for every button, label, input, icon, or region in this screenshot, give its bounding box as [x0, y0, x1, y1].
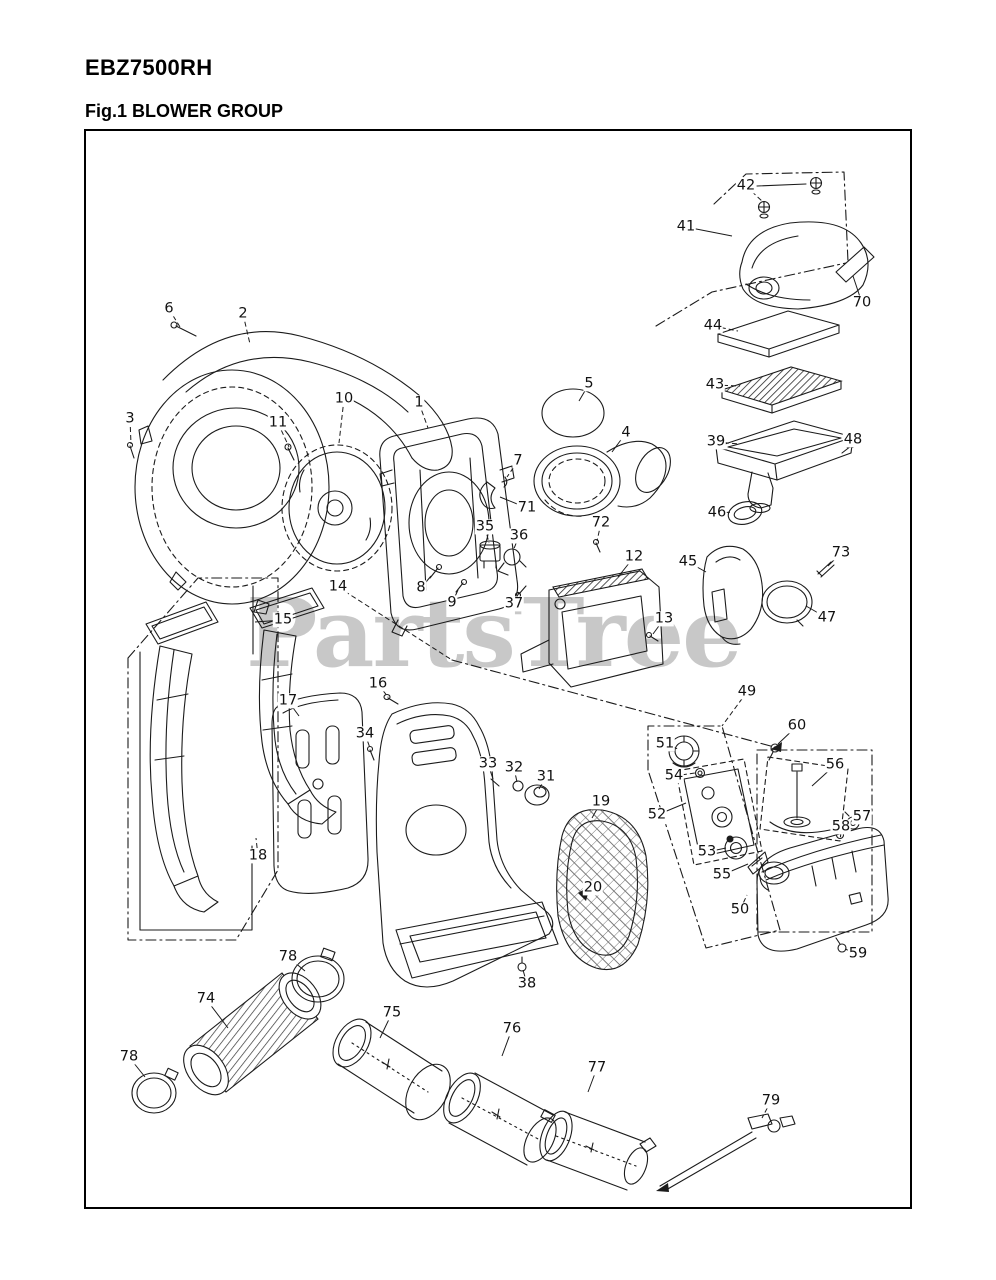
part-callout-31: 31 — [535, 768, 557, 785]
part-callout-18: 18 — [247, 847, 269, 864]
part-callout-5: 5 — [583, 375, 595, 392]
strap-group-art — [127, 577, 399, 941]
pipes-art — [131, 947, 796, 1192]
part-callout-75: 75 — [381, 1004, 403, 1021]
part-callout-72: 72 — [590, 514, 612, 531]
part-callout-47: 47 — [816, 609, 838, 626]
part-callout-36: 36 — [508, 527, 530, 544]
part-callout-12: 12 — [623, 548, 645, 565]
part-callout-45: 45 — [677, 553, 699, 570]
part-callout-17: 17 — [277, 692, 299, 709]
part-callout-79: 79 — [760, 1092, 782, 1109]
part-callout-55: 55 — [711, 866, 733, 883]
part-callout-76: 76 — [501, 1020, 523, 1037]
part-callout-9: 9 — [446, 594, 458, 611]
part-callout-37: 37 — [503, 595, 525, 612]
part-callout-71: 71 — [516, 499, 538, 516]
part-callout-6: 6 — [163, 300, 175, 317]
part-callout-60: 60 — [786, 717, 808, 734]
part-callout-52: 52 — [646, 806, 668, 823]
part-callout-57: 57 — [851, 808, 873, 825]
elbow-art — [533, 388, 671, 553]
part-callout-14: 14 — [327, 578, 349, 595]
part-callout-43: 43 — [704, 376, 726, 393]
part-callout-19: 19 — [590, 793, 612, 810]
part-callout-49: 49 — [736, 683, 758, 700]
part-callout-78: 78 — [277, 948, 299, 965]
part-callout-34: 34 — [354, 725, 376, 742]
part-callout-44: 44 — [702, 317, 724, 334]
part-callout-33: 33 — [477, 755, 499, 772]
part-callout-35: 35 — [474, 518, 496, 535]
part-callout-8: 8 — [415, 579, 427, 596]
part-callout-50: 50 — [729, 901, 751, 918]
part-callout-39: 39 — [705, 433, 727, 450]
part-callout-13: 13 — [653, 610, 675, 627]
part-callout-70: 70 — [851, 294, 873, 311]
page-title: EBZ7500RH — [85, 55, 213, 80]
figure-label: Fig.1 BLOWER GROUP — [85, 101, 283, 121]
part-callout-11: 11 — [267, 414, 289, 431]
fuel-tank-group-art — [647, 725, 889, 953]
part-callout-51: 51 — [654, 735, 676, 752]
part-callout-38: 38 — [516, 975, 538, 992]
part-callout-1: 1 — [413, 394, 425, 411]
part-callout-32: 32 — [503, 759, 525, 776]
part-callout-48: 48 — [842, 431, 864, 448]
part-callout-58: 58 — [830, 818, 852, 835]
air-cleaner-art — [655, 171, 875, 645]
part-callout-15: 15 — [272, 611, 294, 628]
part-callout-2: 2 — [237, 305, 249, 322]
part-callout-20: 20 — [582, 879, 604, 896]
part-callout-73: 73 — [830, 544, 852, 561]
part-callout-41: 41 — [675, 218, 697, 235]
part-callout-78: 78 — [118, 1048, 140, 1065]
part-callout-56: 56 — [824, 756, 846, 773]
part-callout-46: 46 — [706, 504, 728, 521]
part-callout-4: 4 — [620, 424, 632, 441]
part-callout-59: 59 — [847, 945, 869, 962]
fan-art — [281, 444, 393, 572]
part-callout-3: 3 — [124, 410, 136, 427]
part-callout-42: 42 — [735, 177, 757, 194]
part-callout-53: 53 — [696, 843, 718, 860]
part-callout-7: 7 — [512, 452, 524, 469]
part-callout-77: 77 — [586, 1059, 608, 1076]
part-callout-16: 16 — [367, 675, 389, 692]
part-callout-74: 74 — [195, 990, 217, 1007]
part-callout-54: 54 — [663, 767, 685, 784]
part-callout-10: 10 — [333, 390, 355, 407]
